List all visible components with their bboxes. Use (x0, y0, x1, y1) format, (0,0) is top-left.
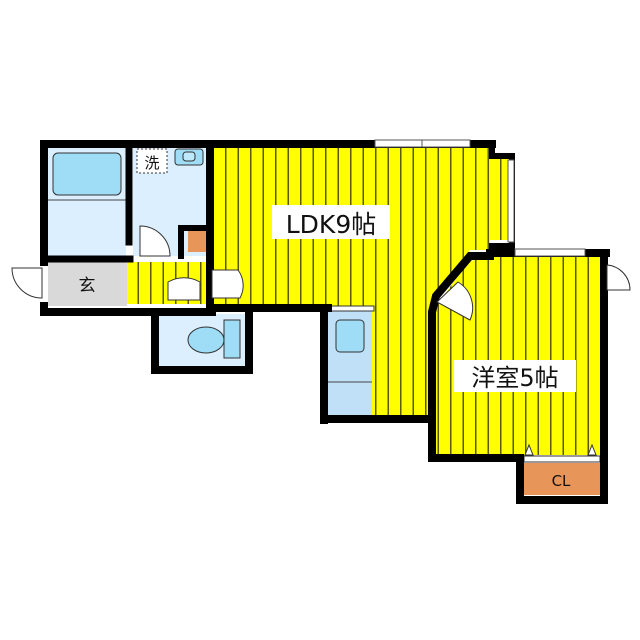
western-room (432, 255, 600, 455)
western-door-icon (436, 281, 474, 321)
closet (524, 463, 600, 495)
windows (374, 139, 586, 257)
kitchen-sink-icon (335, 319, 365, 353)
washer-label: 洗 (144, 154, 159, 172)
pipe-space (188, 231, 207, 252)
balcony-door-icon (606, 264, 631, 291)
ldk-label-bg (272, 205, 390, 239)
washer-space (136, 148, 168, 174)
entrance-label: 玄 (79, 276, 96, 296)
toilet-door-icon (167, 277, 201, 301)
washroom-door-icon (139, 225, 171, 257)
closet-text: CL (552, 472, 571, 490)
ldk-door-icon (211, 269, 244, 299)
closet-door-marker-icon (524, 443, 534, 456)
entrance-door-icon (11, 267, 43, 299)
toilet-icon (187, 326, 225, 354)
ldk-label: LDK9帖 (286, 210, 376, 239)
western-label: 洋室5帖 (471, 364, 558, 392)
entrance (48, 262, 127, 306)
western-label-bg (454, 360, 576, 392)
